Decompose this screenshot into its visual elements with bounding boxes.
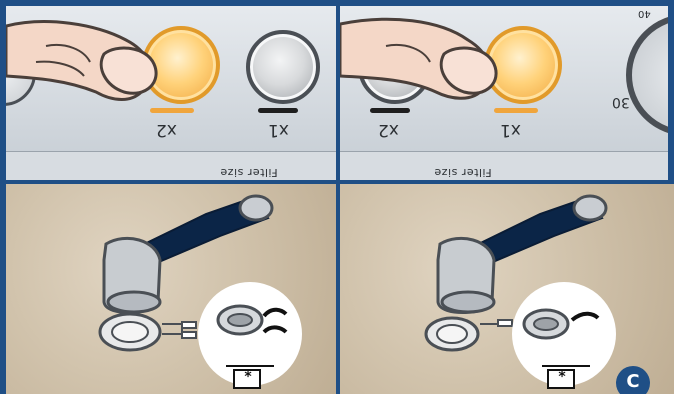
filter-size-label: Filter size: [434, 166, 492, 179]
coffee-symbol: *: [552, 369, 572, 385]
dial-value-40: 40: [638, 8, 651, 19]
panel-top-left: x2 x1 Filter size: [6, 6, 336, 180]
panel-top-right: x2 x1 30 40 Filter size: [340, 6, 668, 180]
filter-size-strip: [340, 151, 668, 180]
coffee-symbol: *: [238, 369, 258, 385]
portafilter-illustration: [6, 184, 336, 394]
filter-size-label: Filter size: [220, 166, 278, 179]
step-badge: C: [616, 366, 650, 394]
dial-value-30: 30: [612, 94, 630, 110]
panel-bottom-right: * C: [340, 184, 674, 394]
filter-size-strip: [6, 151, 336, 180]
portafilter-illustration: [340, 184, 674, 394]
panel-bottom-left: *: [6, 184, 336, 394]
